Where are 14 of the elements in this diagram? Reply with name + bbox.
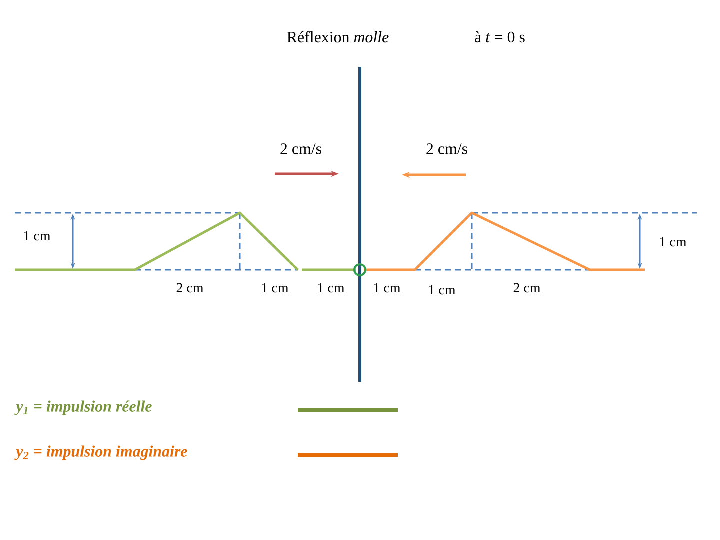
time-label: à t = 0 s	[474, 30, 526, 44]
dimension-label: 1 cm	[658, 236, 688, 248]
dimension-label: 1 cm	[372, 282, 402, 294]
dimension-label: 1 cm	[260, 282, 290, 294]
dimension-label: 2 cm	[512, 282, 542, 294]
legend-text: y$_{1}$ = impulsion réelle	[14, 400, 152, 416]
speed-label: 2 cm/s	[278, 142, 324, 156]
dimension-label: 1 cm	[316, 282, 346, 294]
legend-text: y$_{2}$ = impulsion imaginaire	[14, 446, 188, 460]
dimension-label: 1 cm	[427, 284, 457, 296]
title: Réflexion molle	[287, 31, 389, 43]
dimension-label: 2 cm	[175, 282, 205, 294]
speed-label: 2 cm/s	[424, 142, 470, 156]
dimension-label: 1 cm	[22, 230, 52, 242]
